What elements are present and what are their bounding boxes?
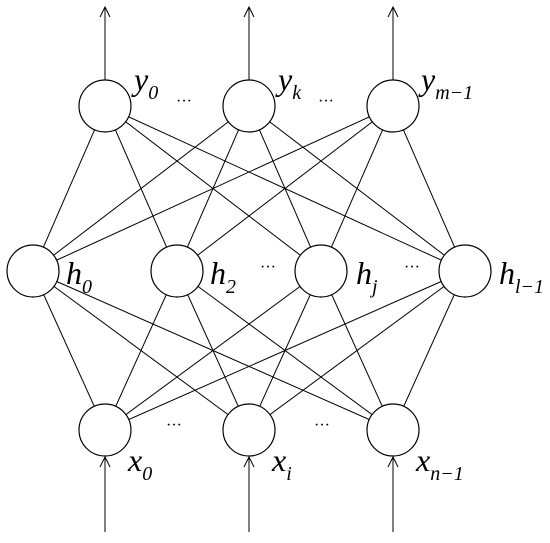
- output-arrowhead-ym1: [387, 5, 399, 18]
- input-arrowhead-xn1: [387, 455, 399, 468]
- output-ellipsis-1: ···: [176, 93, 192, 110]
- edge-h0-y0: [32, 105, 106, 272]
- edge-x0-h0: [32, 270, 106, 431]
- output-label-yk: yk: [275, 61, 302, 104]
- input-node-xi: [222, 403, 276, 457]
- input-arrowhead-xi: [243, 455, 255, 468]
- hidden-node-h0: [6, 244, 60, 298]
- input-layer: x0 xi xn−1 ··· ···: [78, 403, 464, 485]
- hidden-node-hl1: [438, 244, 492, 298]
- edges-input-hidden: [32, 270, 466, 431]
- input-node-xn1: [366, 403, 420, 457]
- input-ellipsis-2: ···: [314, 417, 330, 434]
- output-arrows: [99, 5, 399, 80]
- edge-h2-y0: [104, 105, 178, 272]
- output-label-ym1: ym−1: [418, 61, 473, 104]
- output-layer: y0 yk ym−1 ··· ···: [78, 61, 473, 133]
- hidden-label-hl1: hl−1: [499, 255, 544, 298]
- hidden-label-h0: h0: [66, 255, 92, 298]
- edge-xn1-hj: [320, 270, 394, 431]
- hidden-ellipsis-2: ···: [404, 259, 420, 276]
- edge-hj-y0: [104, 105, 322, 272]
- input-label-xi: xi: [271, 442, 292, 485]
- hidden-layer: h0 h2 hj hl−1 ··· ···: [6, 244, 544, 298]
- output-arrowhead-yk: [243, 5, 255, 18]
- hidden-node-h2: [150, 244, 204, 298]
- input-node-x0: [78, 403, 132, 457]
- input-label-xn1: xn−1: [415, 442, 464, 485]
- hidden-ellipsis-1: ···: [260, 259, 276, 276]
- edge-xn1-h2: [176, 270, 394, 431]
- edges-hidden-output: [32, 105, 466, 272]
- hidden-node-hj: [294, 244, 348, 298]
- edge-hl1-ym1: [392, 105, 466, 272]
- input-arrowhead-x0: [99, 455, 111, 468]
- output-label-y0: y0: [131, 61, 158, 104]
- output-arrowhead-y0: [99, 5, 111, 18]
- output-node-ym1: [366, 79, 420, 133]
- edge-xn1-h0: [32, 270, 394, 431]
- input-ellipsis-1: ···: [166, 417, 182, 434]
- output-ellipsis-2: ···: [318, 93, 334, 110]
- edge-xi-h0: [32, 270, 250, 431]
- output-node-y0: [78, 79, 132, 133]
- hidden-label-hj: hj: [356, 255, 378, 298]
- output-node-yk: [222, 79, 276, 133]
- input-label-x0: x0: [127, 442, 152, 485]
- edge-hl1-yk: [248, 105, 466, 272]
- input-arrows: [99, 455, 399, 532]
- edge-hl1-y0: [104, 105, 466, 272]
- hidden-label-h2: h2: [210, 255, 236, 298]
- edge-xn1-hl1: [392, 270, 466, 431]
